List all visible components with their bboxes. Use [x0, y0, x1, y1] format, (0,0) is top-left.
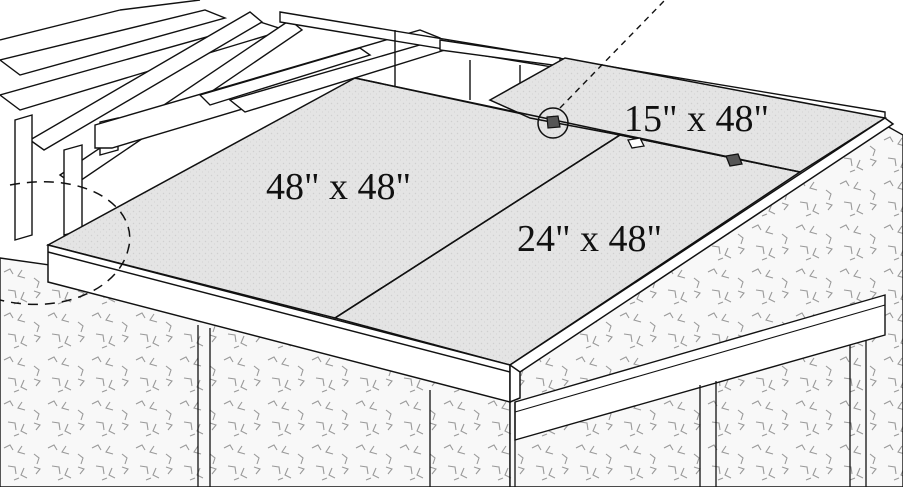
roof-clips	[627, 137, 743, 167]
clip-2	[725, 153, 743, 167]
panel-large-dimension-label: 48" x 48"	[266, 166, 412, 208]
rear-truss-top-chord	[0, 9, 228, 76]
dashed-circle-callout	[0, 181, 131, 306]
right-gable-wall	[509, 124, 903, 488]
fascia-top-edge	[47, 251, 511, 373]
panel-medium-dimension-label: 24" x 48"	[517, 218, 663, 260]
center-rafter	[198, 47, 372, 106]
eave-fascia	[47, 117, 895, 404]
clip-1	[627, 137, 645, 149]
roof-sheathing	[45, 57, 888, 366]
rake-trim	[508, 117, 895, 373]
left-post-2	[63, 144, 83, 236]
framing-line-1	[119, 0, 201, 11]
rear-rafter-far	[439, 39, 561, 67]
left-post-1	[14, 114, 33, 241]
diagonal-rafter-1	[28, 11, 264, 151]
framing-line-2	[0, 9, 121, 41]
circled-nail-icon	[537, 0, 666, 139]
panel-small-dimension-label: 15" x 48"	[624, 98, 770, 140]
gable-trim-inner	[514, 304, 886, 413]
panel-seam-diagonal	[334, 134, 621, 319]
